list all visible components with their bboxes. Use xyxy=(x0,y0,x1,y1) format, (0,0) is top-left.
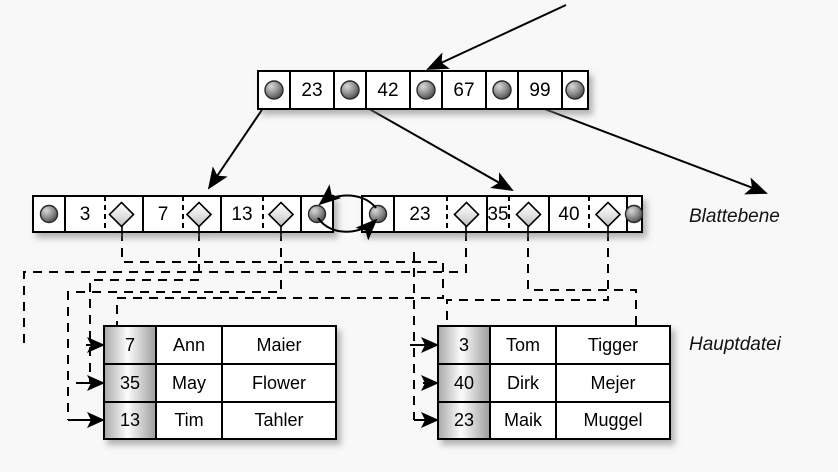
root-pointer-3[interactable] xyxy=(492,80,512,100)
arrow-root-to-right-leaf xyxy=(349,97,514,191)
table-row[interactable]: 7 Ann Maier xyxy=(125,335,302,355)
table-right-key-1: 40 xyxy=(454,373,474,393)
table-left-key-column xyxy=(103,325,157,440)
leaf-right-key-1: 35 xyxy=(487,204,508,225)
table-left-last-0: Maier xyxy=(256,335,301,355)
table-right-key-0: 3 xyxy=(459,335,469,355)
table-left-first-1: May xyxy=(172,373,206,393)
arrow-root-to-left-leaf xyxy=(207,94,273,190)
root-key-0: 23 xyxy=(301,80,322,101)
root-index-node[interactable]: 23 42 67 99 xyxy=(257,70,589,110)
root-pointer-2[interactable] xyxy=(416,80,436,100)
diamond-icon[interactable] xyxy=(108,201,135,234)
table-left-last-1: Flower xyxy=(252,373,306,393)
record-pointer-arrowheads xyxy=(68,337,439,428)
bidirectional-leaf-chain-arrows xyxy=(317,184,378,241)
root-pointer-4[interactable] xyxy=(565,80,585,100)
table-right-last-0: Tigger xyxy=(588,335,638,355)
label-hauptdatei: Hauptdatei xyxy=(689,334,782,355)
table-left-key-2: 13 xyxy=(120,410,140,430)
root-pointer-1[interactable] xyxy=(340,80,360,100)
leaf-right-key-0: 23 xyxy=(409,204,430,225)
diamond-icon[interactable] xyxy=(453,201,480,234)
leaf-left-next-pointer[interactable] xyxy=(307,204,327,224)
leaf-left-prev-pointer[interactable] xyxy=(39,204,59,224)
table-right-last-2: Muggel xyxy=(583,410,642,430)
table-right-key-column xyxy=(437,325,491,440)
arrow-root-to-offpage xyxy=(512,96,768,195)
table-right-first-2: Maik xyxy=(504,410,543,430)
table-row[interactable]: 13 Tim Tahler xyxy=(120,410,304,430)
record-pointer-routes xyxy=(23,232,637,420)
leaf-left-key-2: 13 xyxy=(231,204,252,225)
leaf-right-next-pointer[interactable] xyxy=(624,204,644,224)
leaf-left-key-0: 3 xyxy=(80,204,91,225)
table-left-first-2: Tim xyxy=(174,410,203,430)
table-left-key-0: 7 xyxy=(125,335,135,355)
table-right-key-2: 23 xyxy=(454,410,474,430)
diamond-icon[interactable] xyxy=(594,201,622,234)
table-left-key-1: 35 xyxy=(120,373,140,393)
main-file-table-right[interactable]: 3 Tom Tigger 40 Dirk Mejer 23 Maik Mugge… xyxy=(437,325,671,440)
leaf-right-prev-pointer[interactable] xyxy=(368,204,388,224)
table-left-first-0: Ann xyxy=(173,335,205,355)
leaf-left-key-1: 7 xyxy=(158,204,169,225)
label-blattebene: Blattebene xyxy=(689,206,780,227)
table-row[interactable]: 3 Tom Tigger xyxy=(459,335,638,355)
diamond-icon[interactable] xyxy=(185,201,213,234)
leaf-right-key-2: 40 xyxy=(558,204,579,225)
table-right-first-1: Dirk xyxy=(507,373,540,393)
table-right-last-1: Mejer xyxy=(590,373,635,393)
root-key-3: 99 xyxy=(529,80,550,101)
diamond-icon[interactable] xyxy=(267,201,295,234)
table-row[interactable]: 35 May Flower xyxy=(120,373,306,393)
table-row[interactable]: 40 Dirk Mejer xyxy=(454,373,636,393)
root-pointer-0[interactable] xyxy=(264,80,284,100)
main-file-table-left[interactable]: 7 Ann Maier 35 May Flower 13 Tim Tahler xyxy=(103,325,337,440)
table-left-last-2: Tahler xyxy=(254,410,303,430)
leaf-node-left[interactable]: 3 7 13 xyxy=(32,195,334,234)
leaf-node-right[interactable]: 23 35 40 xyxy=(361,195,644,234)
table-row[interactable]: 23 Maik Muggel xyxy=(454,410,643,430)
diamond-icon[interactable] xyxy=(515,201,542,234)
table-right-first-0: Tom xyxy=(506,335,540,355)
root-key-2: 67 xyxy=(453,80,474,101)
arrow-into-root xyxy=(426,4,567,70)
root-key-1: 42 xyxy=(377,80,398,101)
